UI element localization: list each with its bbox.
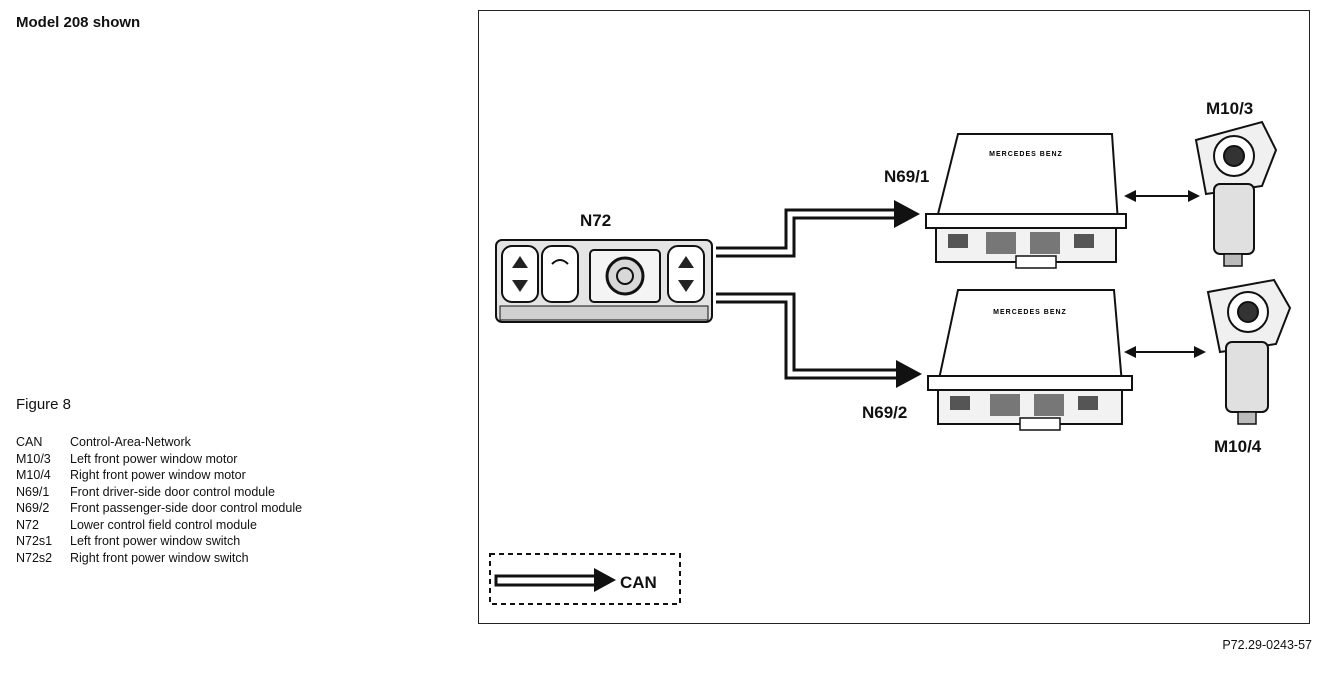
legend-desc: Front passenger-side door control module (70, 501, 303, 515)
n69-2-label: N69/2 (862, 403, 907, 422)
legend-item: N72 Lower control field control module (16, 517, 302, 534)
n69-1-label: N69/1 (884, 167, 929, 186)
n69-1-door-control-module: MERCEDES BENZ (925, 133, 1127, 269)
figure-label: Figure 8 (16, 396, 72, 413)
can-line-n69-2 (716, 292, 922, 388)
switch-button-icon (541, 245, 579, 303)
n72s2-switch-icon (667, 245, 705, 303)
page-title: Model 208 shown (16, 14, 141, 31)
module-brand-text: MERCEDES BENZ (989, 151, 1063, 158)
legend-item: M10/4 Right front power window motor (16, 467, 302, 484)
legend-desc: Lower control field control module (70, 517, 257, 532)
diagram-frame (478, 10, 1310, 624)
legend-desc: Left front power window motor (70, 451, 238, 466)
legend-item: M10/3 Left front power window motor (16, 451, 302, 468)
n69-2-door-control-module: MERCEDES BENZ (927, 289, 1133, 431)
m10-4-window-motor (1206, 278, 1292, 425)
legend-code: N69/2 (16, 501, 50, 515)
n72s1-switch-icon (501, 245, 539, 303)
m10-3-window-motor (1194, 120, 1278, 267)
center-knob-icon (589, 249, 661, 303)
legend-code: CAN (16, 435, 43, 449)
legend-item: CAN Control-Area-Network (16, 434, 302, 451)
n72-switch-panel (495, 239, 713, 323)
legend-desc: Right front power window motor (70, 468, 246, 482)
legend-item: N69/2 Front passenger-side door control m… (16, 500, 302, 517)
can-key: CAN (489, 553, 681, 605)
legend-code: N72s2 (16, 550, 53, 565)
can-line-n69-1 (716, 200, 920, 258)
double-arrow-icon (1124, 346, 1206, 358)
legend-item: N69/1 Front driver-side door control modu… (16, 484, 302, 501)
legend-desc: Front driver-side door control module (70, 484, 275, 499)
legend-item: N72s2 Right front power window switch (16, 550, 302, 567)
legend-code: N72s1 (16, 534, 53, 548)
figure-reference: P72.29-0243-57 (1222, 638, 1312, 652)
module-brand-text: MERCEDES BENZ (993, 309, 1067, 316)
legend-desc: Right front power window switch (70, 550, 249, 565)
double-arrow-icon (1124, 190, 1200, 202)
m10-4-label: M10/4 (1214, 437, 1262, 456)
legend-code: M10/4 (16, 468, 51, 482)
legend-code: M10/3 (16, 451, 51, 466)
legend-desc: Control-Area-Network (70, 435, 191, 449)
can-key-label: CAN (620, 573, 657, 592)
legend-code: N69/1 (16, 484, 50, 499)
m10-3-label: M10/3 (1206, 99, 1253, 118)
legend-code: N72 (16, 517, 39, 532)
legend-desc: Left front power window switch (70, 534, 241, 548)
legend-item: N72s1 Left front power window switch (16, 533, 302, 550)
n72-label: N72 (580, 211, 611, 230)
